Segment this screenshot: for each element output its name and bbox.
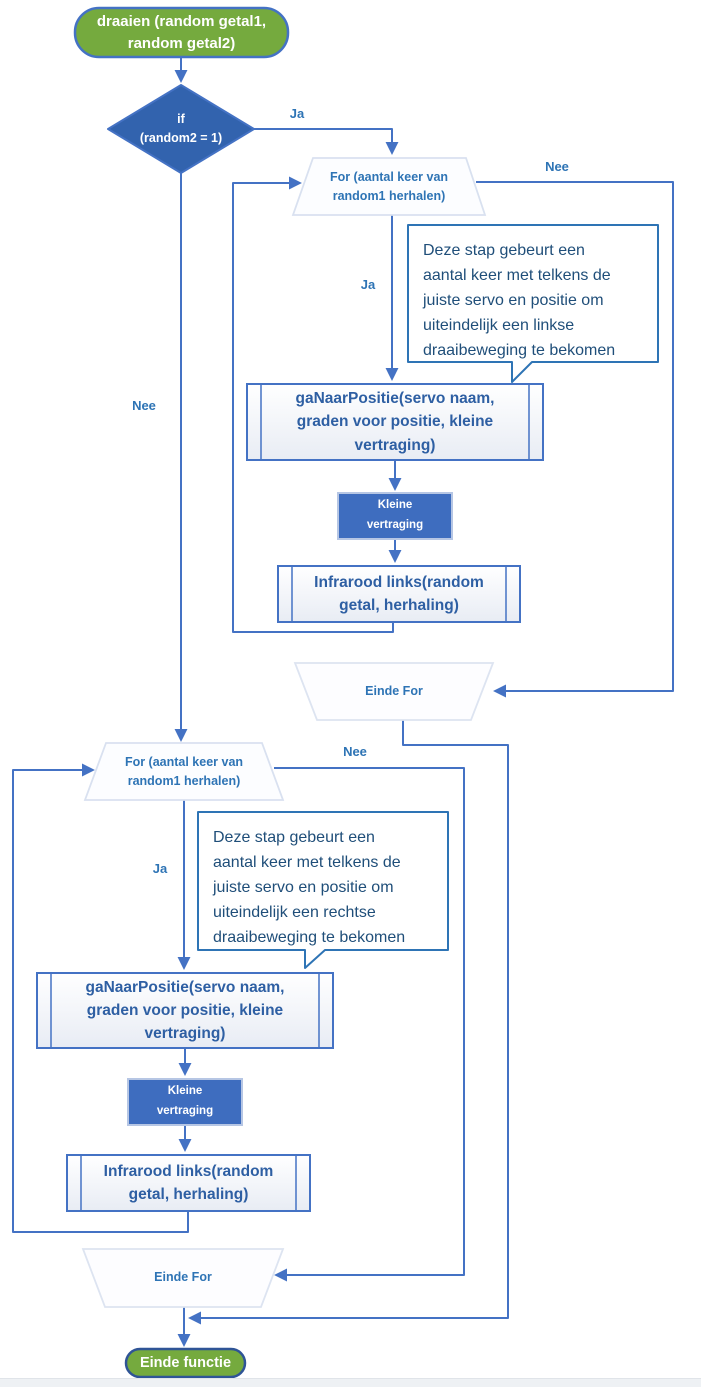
edge-for2-nee-to-forend2: [274, 767, 465, 1282]
process2-shape: [36, 972, 334, 1049]
forend2-shape: [81, 1248, 285, 1308]
delay1-shape: [337, 492, 453, 540]
edge-forend1-to-junction: [188, 720, 509, 1325]
infrared2-shape: [66, 1154, 311, 1212]
edge-decision-ja-to-for1: [254, 128, 399, 155]
start-node: [73, 6, 290, 59]
delay2-shape: [127, 1078, 243, 1126]
page-bottom-strip: [0, 1378, 701, 1387]
note2-callout: [197, 811, 449, 969]
for2-shape: [83, 742, 285, 801]
forend1-shape: [293, 662, 495, 721]
decision-diamond: [107, 84, 255, 174]
note1-callout: [407, 224, 659, 383]
edge-loopback2-to-for2: [12, 763, 189, 1233]
edge-for1-nee-to-forend1: [476, 181, 674, 698]
edge-loopback1-to-for1: [232, 176, 394, 633]
process1-shape: [246, 383, 544, 461]
infrared1-shape: [277, 565, 521, 623]
for1-shape: [291, 157, 487, 216]
end-node: [124, 1347, 247, 1379]
